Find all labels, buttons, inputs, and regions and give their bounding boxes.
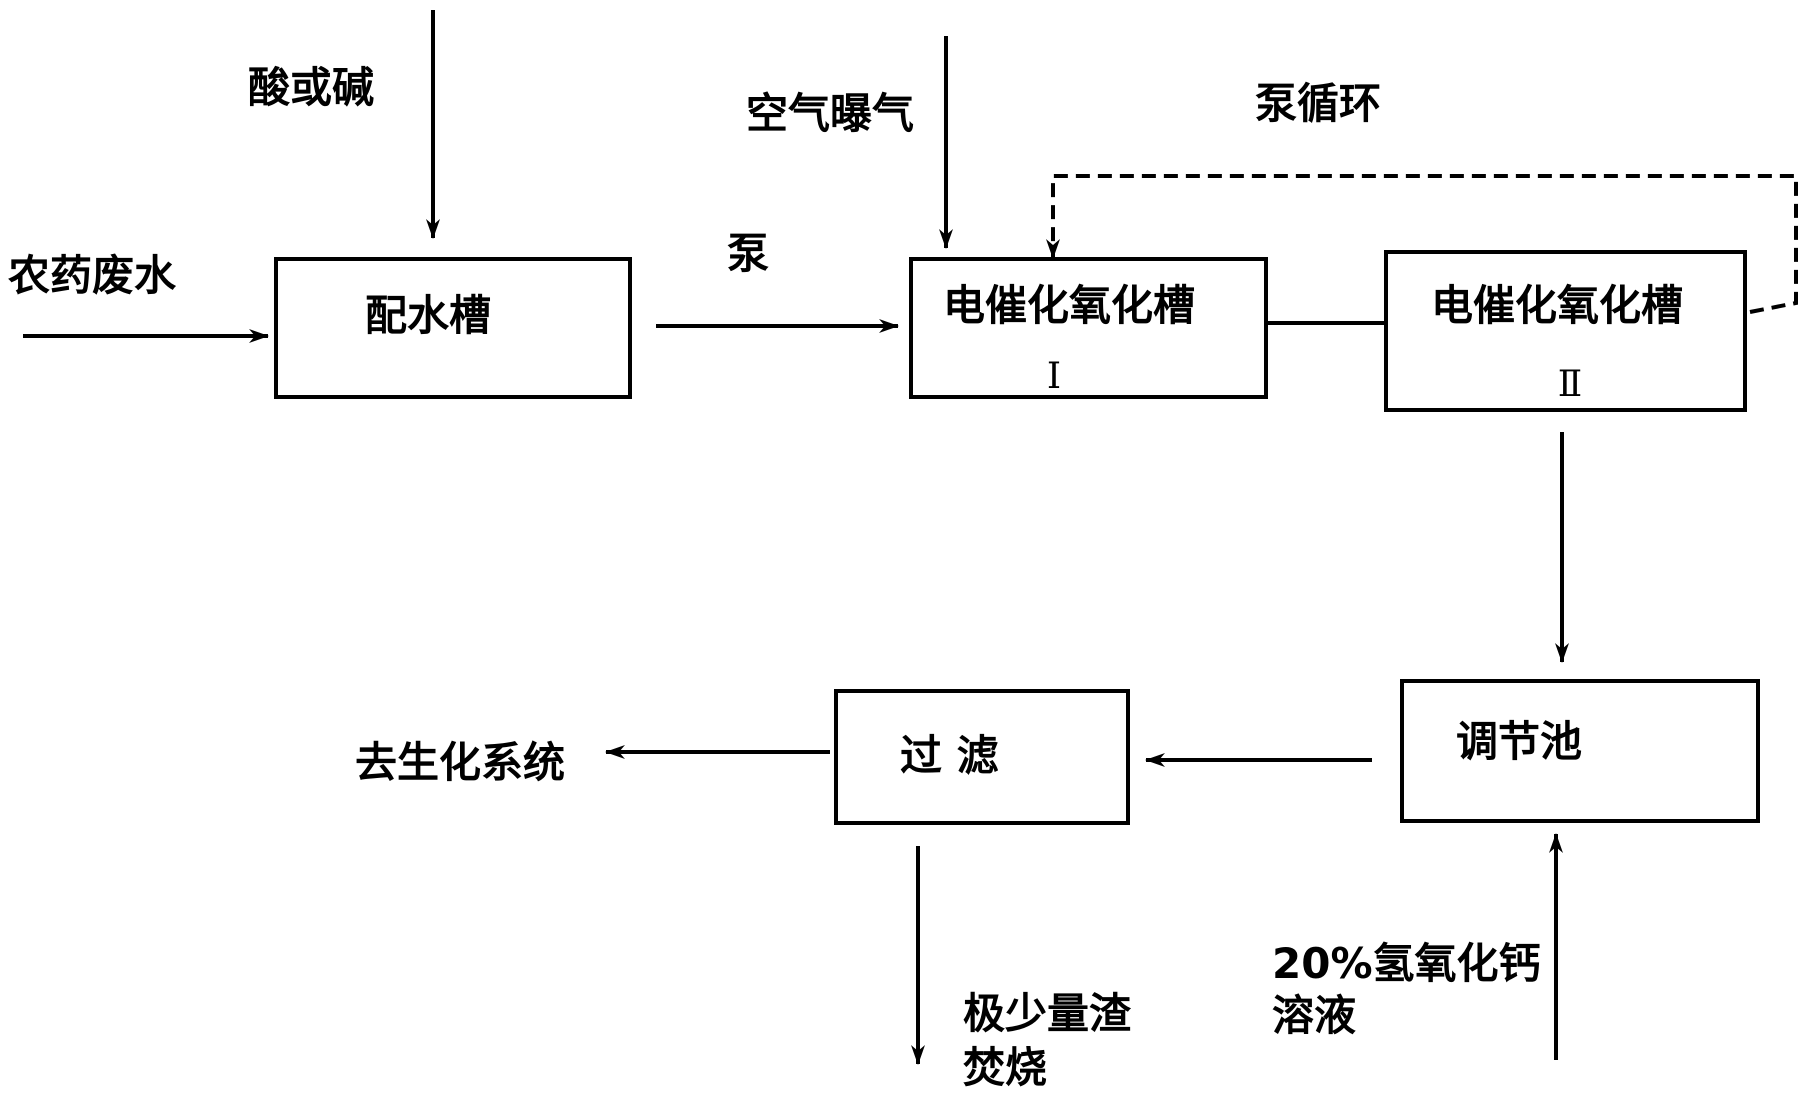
calcium-hydroxide-label-line1: 20%氢氧化钙 [1272, 939, 1541, 988]
acid-or-base-label: 酸或碱 [248, 63, 374, 112]
pesticide-wastewater-label: 农药废水 [8, 251, 177, 300]
electrocatalytic-tank-2-label: 电催化氧化槽 [1431, 281, 1683, 330]
regulating-tank-box [1400, 679, 1760, 823]
air-aeration-label: 空气曝气 [746, 89, 914, 138]
electrocatalytic-tank-1-label: 电催化氧化槽 [943, 281, 1195, 330]
mixing-tank-box [274, 257, 632, 399]
pump-label: 泵 [727, 229, 769, 278]
filtration-box [834, 689, 1130, 825]
to-biochemical-system-label: 去生化系统 [355, 738, 565, 787]
pump-circulation-label: 泵循环 [1255, 79, 1381, 128]
residue-label-line2: 焚烧 [963, 1043, 1047, 1092]
electrocatalytic-tank-1-numeral: Ⅰ [1047, 356, 1061, 397]
electrocatalytic-tank-2-box [1384, 250, 1747, 412]
residue-label-line1: 极少量渣 [963, 989, 1132, 1038]
electrocatalytic-tank-1-box [909, 257, 1268, 399]
filtration-label: 过 滤 [900, 731, 999, 780]
mixing-tank-label: 配水槽 [365, 291, 491, 340]
calcium-hydroxide-label-line2: 溶液 [1272, 991, 1356, 1040]
regulating-tank-label: 调节池 [1456, 717, 1582, 766]
electrocatalytic-tank-2-numeral: Ⅱ [1558, 364, 1582, 405]
pump-circulation-loop [1046, 174, 1798, 314]
